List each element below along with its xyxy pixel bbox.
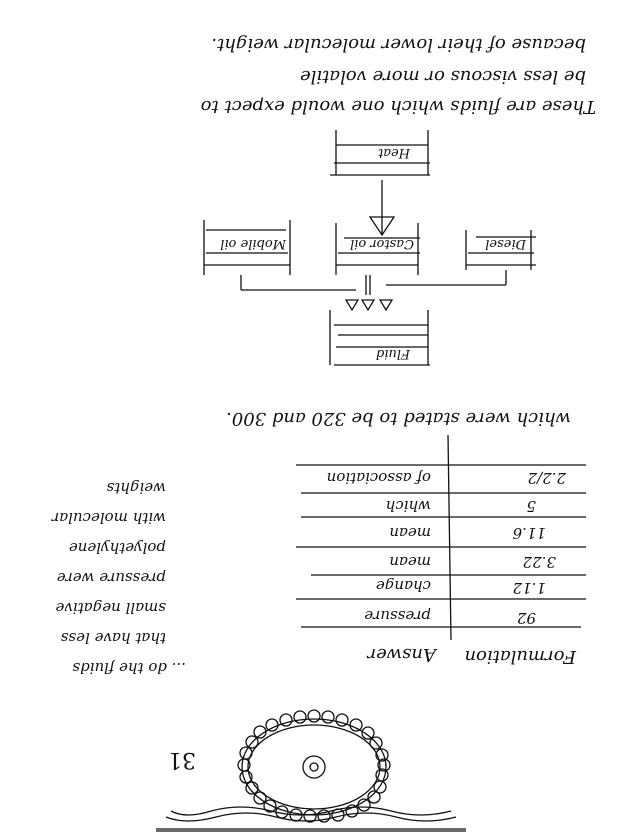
- figure-number: 31: [168, 747, 196, 772]
